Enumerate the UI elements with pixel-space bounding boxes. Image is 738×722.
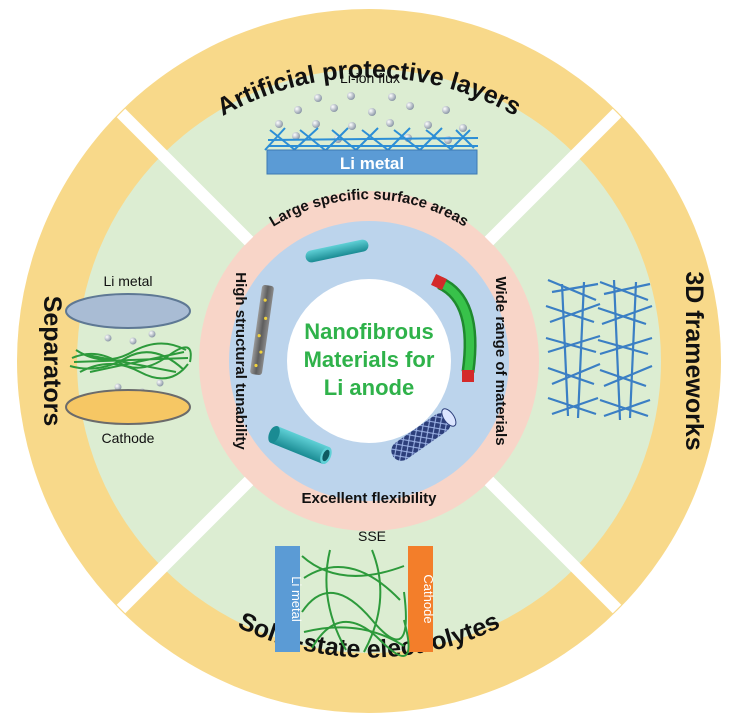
teal-rod-icon [305,239,369,263]
center-disc [287,279,451,443]
center-title-line3: Li anode [324,375,414,400]
hollow-tube-icon [268,425,332,465]
grey-rod-icon [250,284,274,376]
sse-cathode-bar [408,546,433,652]
property-left: High structural tunability [232,272,249,450]
sector-dividers [116,108,622,614]
center-title-line1: Nanofibrous [304,319,434,344]
separator-fiber-mat [69,342,192,380]
sse-cathode-label: Cathode [421,574,436,623]
sse-fiber-network [301,549,410,657]
ring-label-right: 3D frameworks [680,271,708,450]
li-metal-slab: Li metal [266,149,478,175]
ring-label-left: Separators [38,296,66,427]
separator-li-metal-label: Li metal [103,273,152,289]
li-metal-slab-label: Li metal [340,154,404,173]
carbon-nanotube-icon [391,408,457,461]
sse-title-label: SSE [358,528,386,544]
sse-li-metal-label: Li metal [289,576,304,622]
separator-li-metal-disc [65,293,191,329]
li-ion-flux-label: Li-ion flux [340,70,400,86]
3d-framework-fibers [545,278,653,421]
center-title-line2: Materials for [304,347,435,372]
protective-fiber-mesh [264,127,479,151]
sse-li-metal-bar [275,546,300,652]
green-tube-icon [431,274,477,382]
separator-cathode-label: Cathode [102,430,155,446]
property-right: Wide range of materials [492,276,509,445]
property-bottom: Excellent flexibility [301,490,437,507]
separator-cathode-disc [65,389,191,425]
